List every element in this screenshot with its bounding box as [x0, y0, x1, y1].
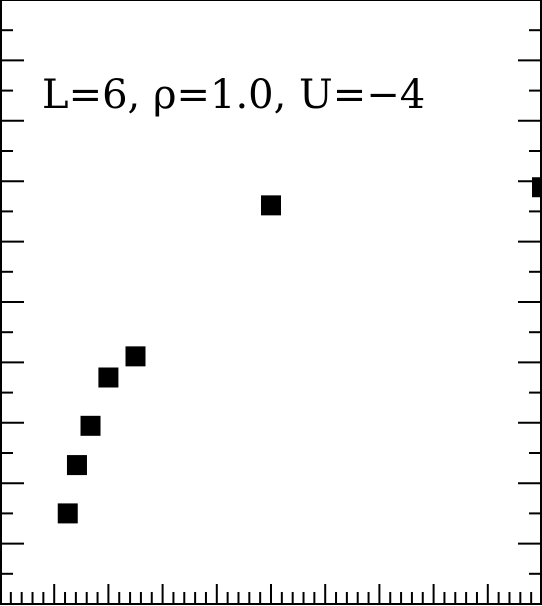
chart-annotation: L=6, ρ=1.0, U=−4 [42, 72, 425, 118]
data-point-5 [125, 346, 146, 367]
data-point-4 [98, 367, 119, 388]
data-points [57, 177, 542, 524]
data-point-7 [532, 177, 542, 198]
data-point-6 [261, 195, 281, 216]
data-point-3 [80, 415, 101, 436]
data-point-2 [66, 455, 87, 476]
data-point-1 [57, 503, 78, 524]
